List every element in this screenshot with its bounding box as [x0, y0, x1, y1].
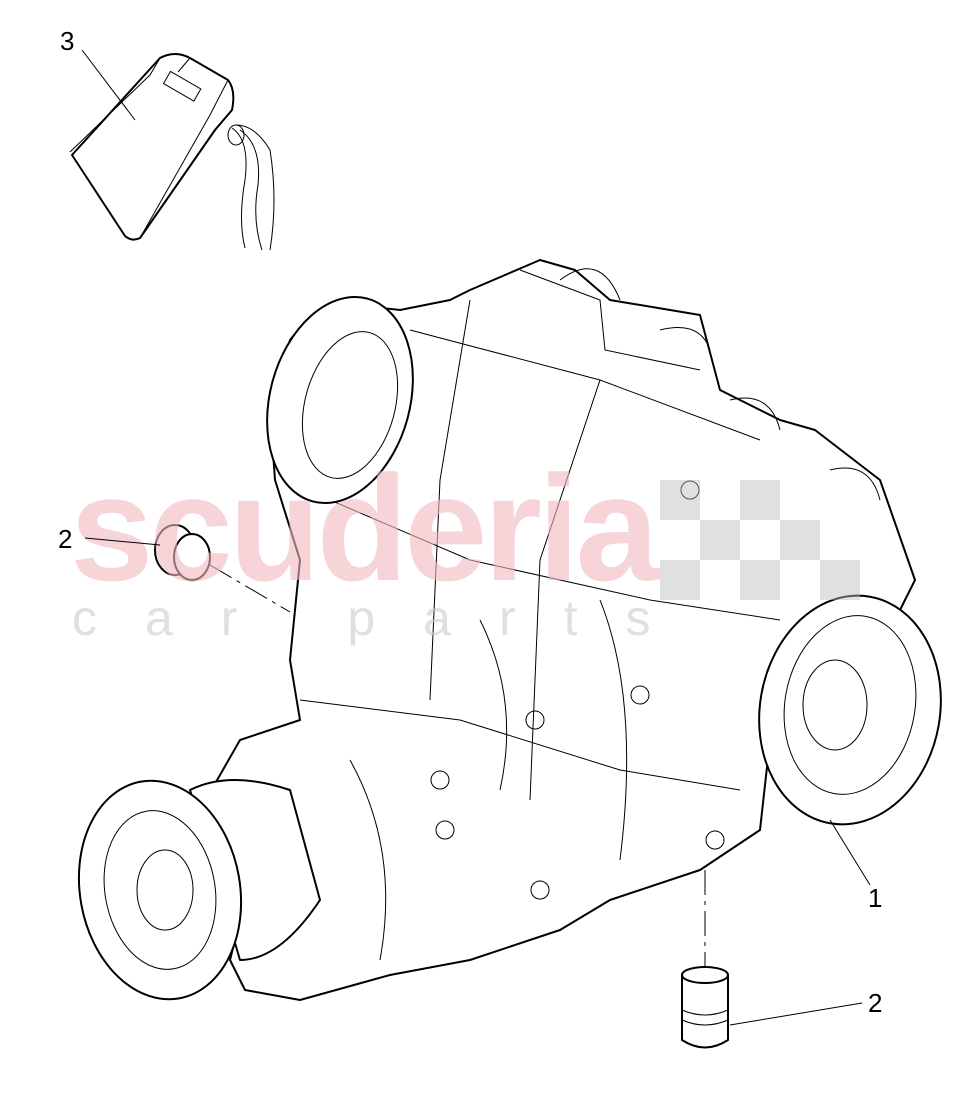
drain-plug-top-part-2[interactable] [154, 524, 291, 613]
watermark: scuderia car parts [70, 444, 860, 646]
checkered-flag-icon [660, 480, 860, 600]
leader-2-bottom [729, 1002, 863, 1026]
callout-label-1: 1 [868, 883, 882, 913]
drain-plug-bottom-part-2[interactable] [681, 870, 729, 1049]
control-unit-part-3[interactable] [69, 53, 275, 251]
rear-differential-part-1[interactable] [62, 259, 958, 1012]
leader-3 [81, 49, 136, 121]
callout-label-2-bottom: 2 [868, 988, 882, 1018]
leader-1 [829, 819, 871, 886]
watermark-brand: scuderia [70, 444, 661, 612]
callout-label-3: 3 [60, 26, 74, 56]
watermark-sub: car parts [72, 590, 699, 646]
callout-label-2-top: 2 [58, 524, 72, 554]
leader-2-top [84, 537, 161, 546]
